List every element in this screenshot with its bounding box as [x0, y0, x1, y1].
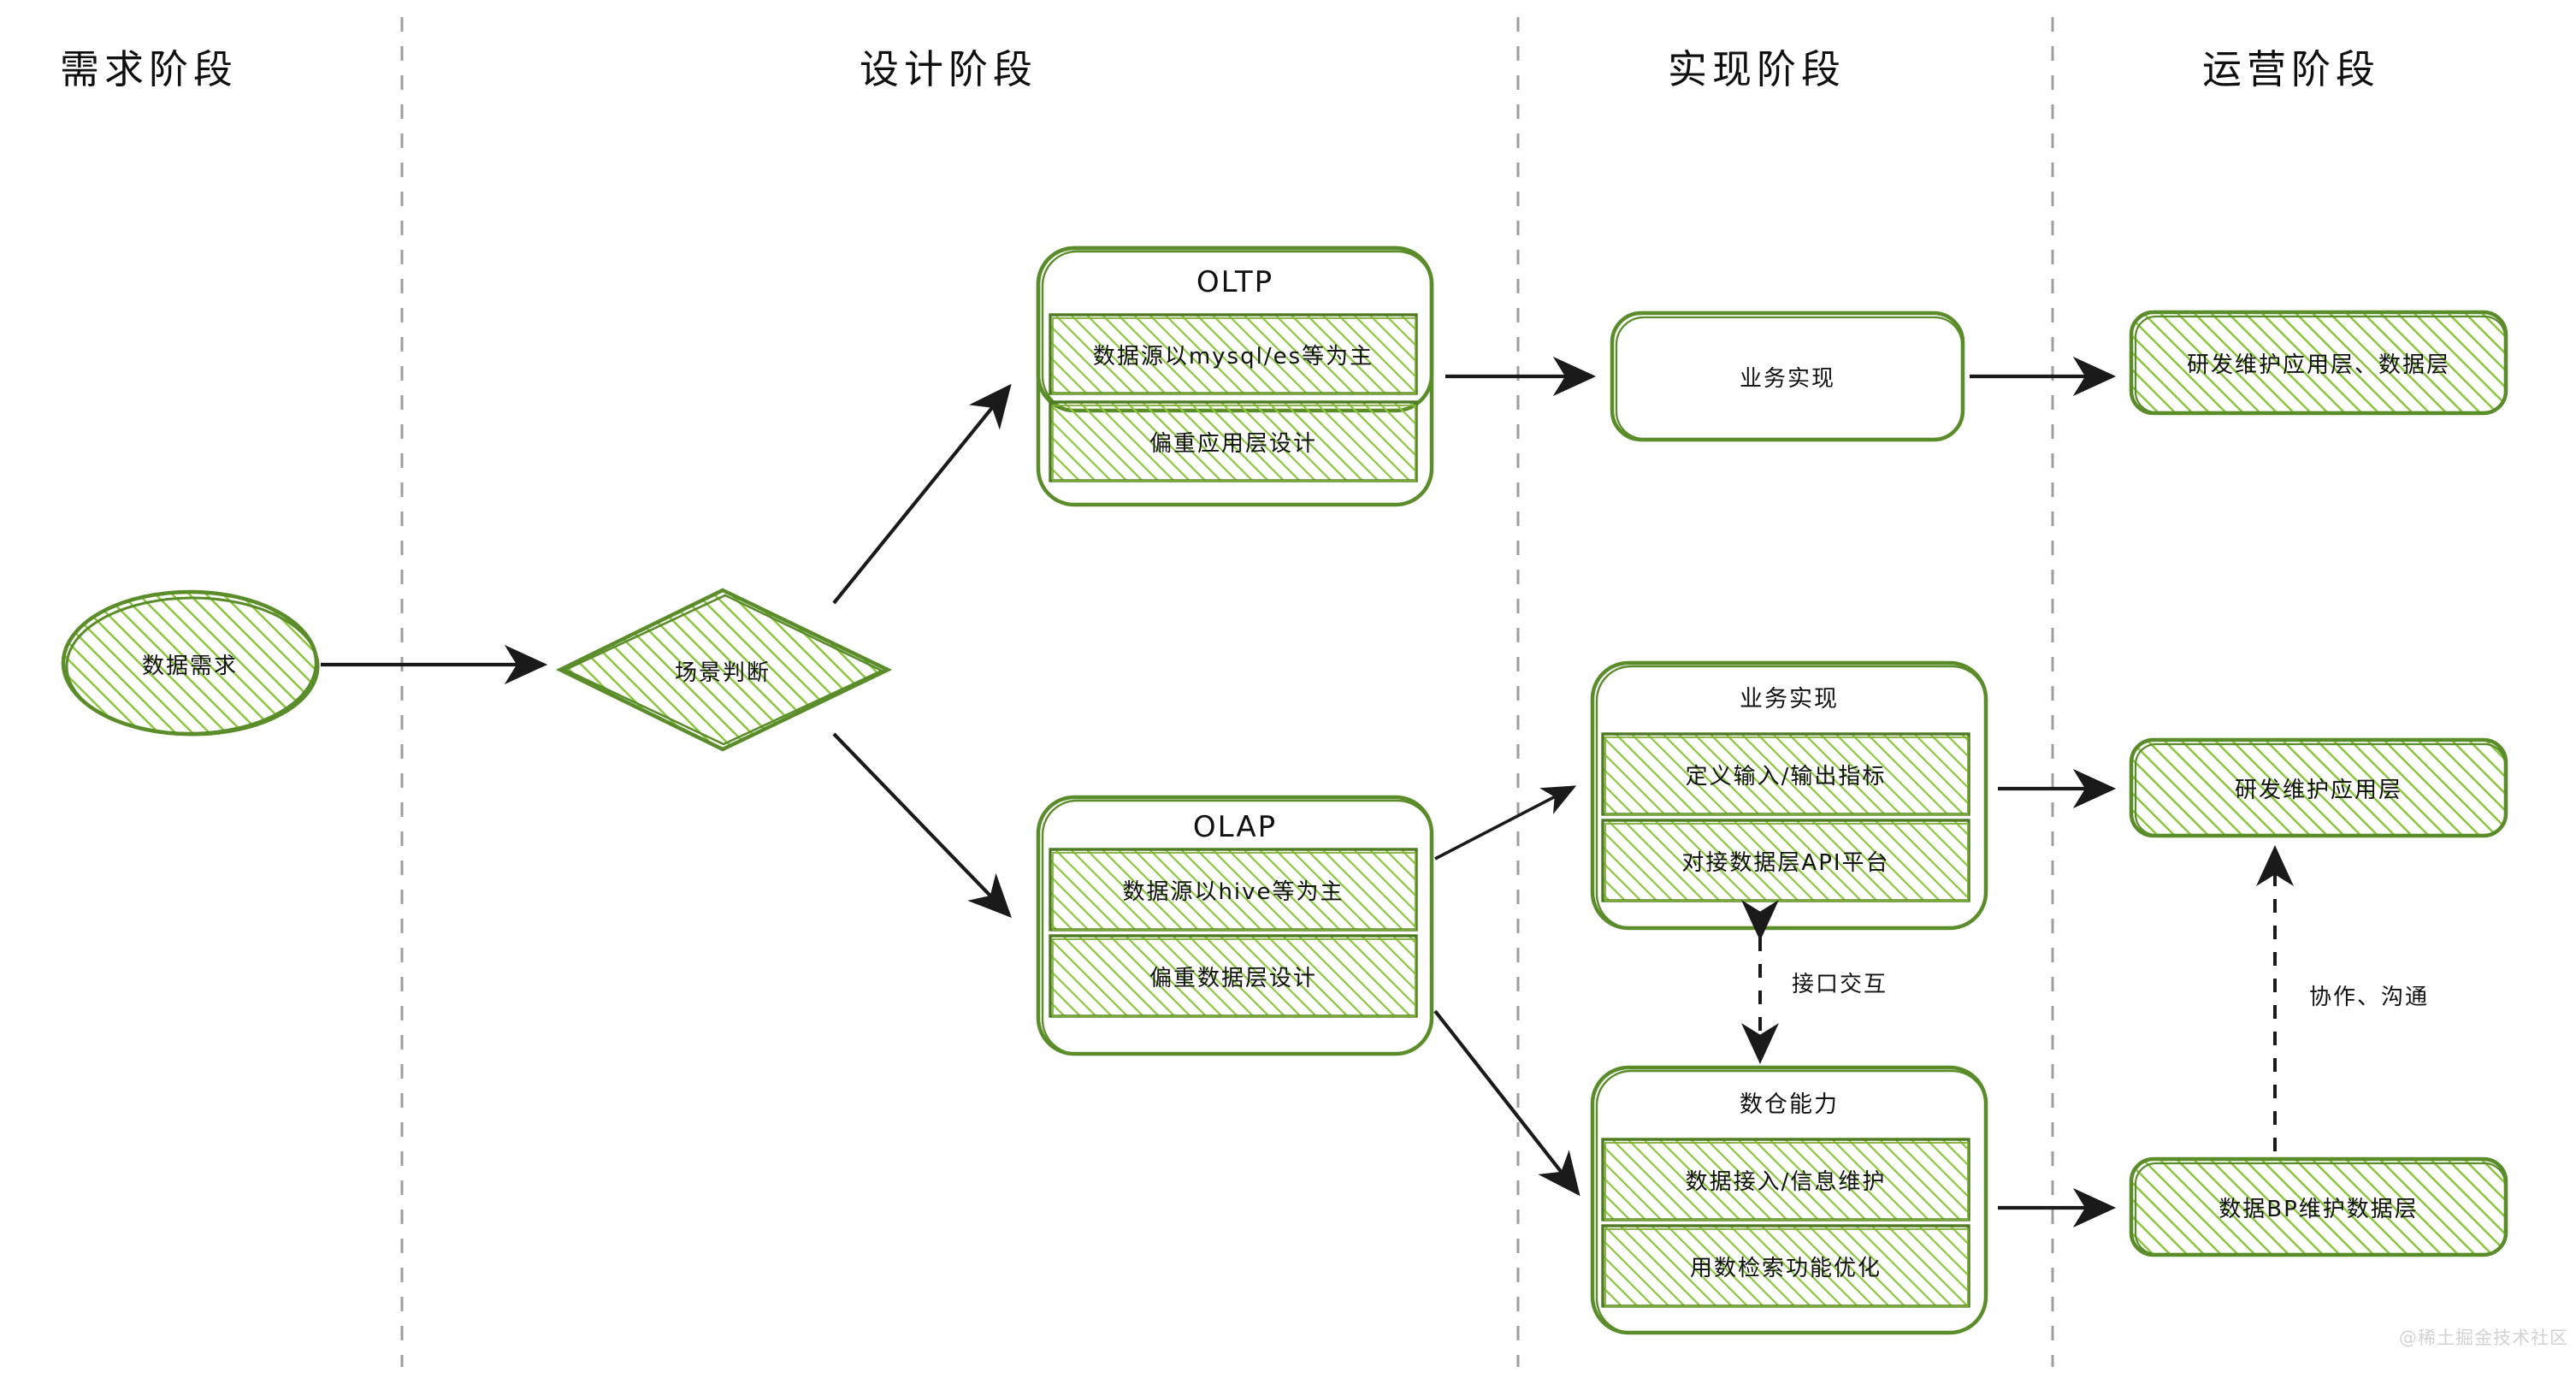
node-business-impl-mid-title: 业务实现: [1740, 685, 1839, 713]
node-ops-app-layer-label[interactable]: 研发维护应用层: [2234, 777, 2402, 803]
node-olap-row-2[interactable]: 偏重数据层设计: [1149, 965, 1317, 991]
edge-layer: [321, 356, 2117, 1228]
node-scenario-judgement-label[interactable]: 场景判断: [674, 659, 771, 686]
lane-header-requirement: 需求阶段: [60, 46, 238, 92]
node-warehouse-capability-row-2[interactable]: 用数检索功能优化: [1689, 1255, 1882, 1281]
node-business-impl-top-label[interactable]: 业务实现: [1739, 365, 1835, 392]
node-ops-app-data-layer-label[interactable]: 研发维护应用层、数据层: [2186, 352, 2450, 378]
edge-olap-to-warehouse: [1433, 1009, 1580, 1197]
node-ops-data-bp-shape: [2129, 1156, 2508, 1257]
node-olap-title: OLAP: [1192, 810, 1278, 844]
watermark: @稀土掘金技术社区: [2399, 1328, 2568, 1348]
lane-header-operation: 运营阶段: [2202, 46, 2380, 92]
edge-decision-to-olap: [832, 732, 1012, 919]
edge-label-collaboration: 协作、沟通: [2309, 985, 2430, 1010]
edge-decision-to-oltp: [832, 383, 1012, 605]
lane-dividers: [400, 17, 2054, 1367]
lane-header-design: 设计阶段: [860, 46, 1037, 92]
node-ops-data-bp-label[interactable]: 数据BP维护数据层: [2219, 1196, 2419, 1222]
node-oltp-row-1[interactable]: 数据源以mysql/es等为主: [1092, 343, 1374, 370]
lane-header-implementation: 实现阶段: [1668, 46, 1846, 92]
node-scenario-judgement-shape: [555, 588, 893, 752]
node-warehouse-capability-title: 数仓能力: [1740, 1091, 1839, 1118]
node-ops-app-layer-shape: [2129, 737, 2508, 838]
edge-olap-to-bizmid: [1434, 785, 1577, 861]
node-olap-shape: [1036, 795, 1434, 1056]
node-warehouse-capability-shape: [1590, 1065, 1988, 1335]
node-business-impl-mid-shape: [1590, 660, 1988, 931]
node-business-impl-top-shape: [1610, 311, 1965, 442]
node-ops-app-data-layer-shape: [2129, 310, 2508, 416]
node-business-impl-mid-row-1[interactable]: 定义输入/输出指标: [1685, 763, 1887, 790]
edge-label-interface: 接口交互: [1792, 972, 1888, 997]
node-business-impl-mid-row-2[interactable]: 对接数据层API平台: [1681, 849, 1890, 876]
node-oltp-shape: [1036, 245, 1434, 507]
node-olap-row-1[interactable]: 数据源以hive等为主: [1122, 878, 1344, 905]
node-warehouse-capability-row-1[interactable]: 数据接入/信息维护: [1685, 1168, 1887, 1195]
node-data-requirement-label[interactable]: 数据需求: [141, 653, 238, 679]
node-oltp-title: OLTP: [1196, 265, 1274, 299]
node-oltp-row-2[interactable]: 偏重应用层设计: [1149, 430, 1317, 457]
node-data-requirement-shape: [61, 589, 320, 736]
